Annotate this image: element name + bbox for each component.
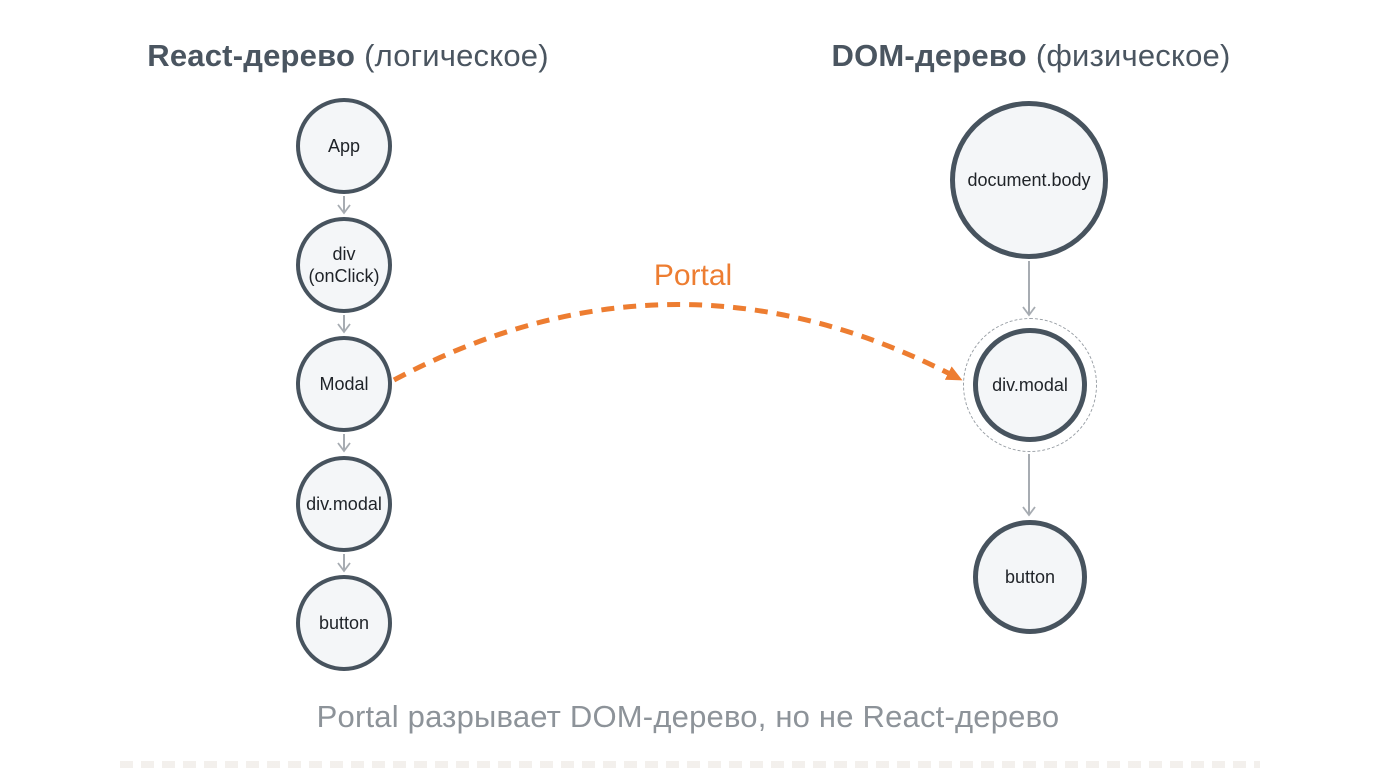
react-node-button-label: button — [318, 613, 370, 633]
react-node-modal-label: Modal — [319, 374, 369, 394]
react-node-app: App — [296, 98, 392, 194]
react-node-button: button — [296, 575, 392, 671]
clipped-bottom-text-artifact — [120, 761, 1260, 768]
react-tree-title: React-дерево(логическое) — [147, 38, 548, 74]
dom-node-divmodal-label: div.modal — [992, 375, 1068, 395]
dom-node-document-body-label: document.body — [967, 170, 1091, 190]
dom-node-divmodal: div.modal — [973, 328, 1087, 442]
react-node-divmodal-label: div.modal — [306, 494, 382, 514]
react-node-div-onclick-label: div (onClick) — [308, 244, 380, 286]
react-node-divmodal: div.modal — [296, 456, 392, 552]
dom-node-button: button — [973, 520, 1087, 634]
react-node-app-label: App — [327, 136, 361, 156]
dom-tree-title-bold: DOM-дерево — [831, 38, 1027, 73]
react-node-div-onclick: div (onClick) — [296, 217, 392, 313]
react-node-modal: Modal — [296, 336, 392, 432]
react-tree-title-bold: React-дерево — [147, 38, 356, 73]
dom-tree-title: DOM-дерево(физическое) — [831, 38, 1230, 74]
dom-node-document-body: document.body — [950, 101, 1108, 259]
react-tree-title-note: (логическое) — [364, 38, 549, 73]
dom-node-button-label: button — [1004, 567, 1056, 587]
portal-target-highlight-ring — [963, 318, 1097, 452]
dom-tree-title-note: (физическое) — [1035, 38, 1231, 73]
portal-arrow — [392, 301, 963, 383]
caption: Portal разрывает DOM-дерево, но не React… — [316, 699, 1060, 734]
portal-label: Portal — [653, 259, 733, 292]
